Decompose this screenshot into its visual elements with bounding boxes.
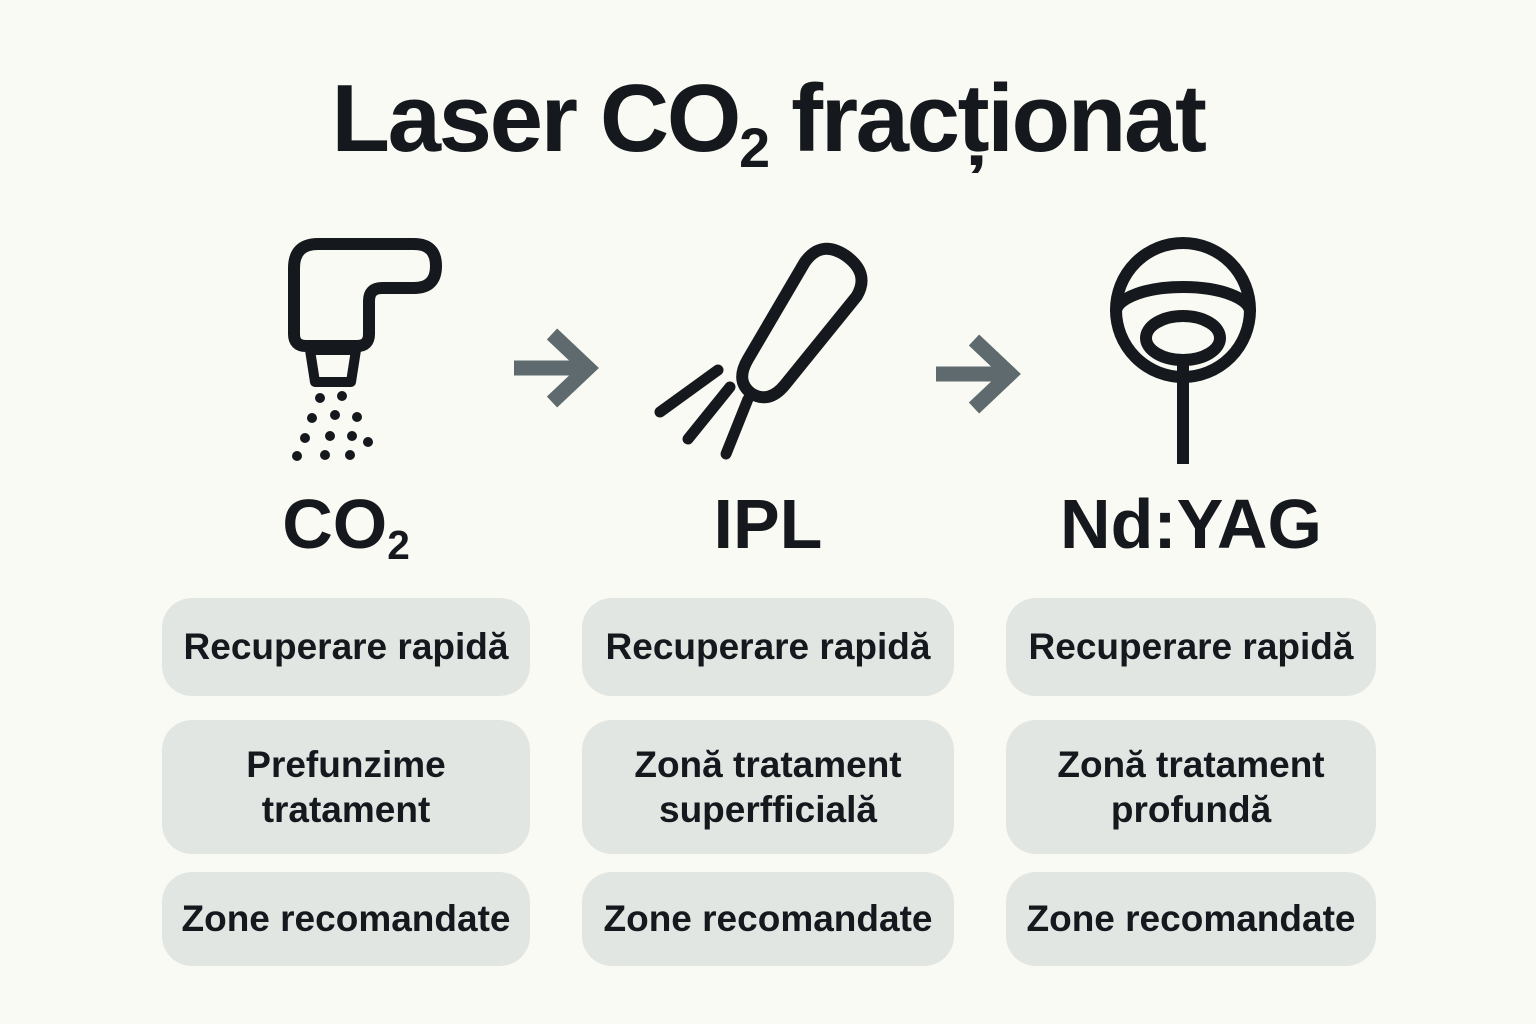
column-ipl: IPL Recuperare rapidă Zonă tratament sup…	[582, 0, 954, 1024]
label-main: Nd:YAG	[1060, 485, 1322, 563]
co2-laser-handpiece-spray-icon	[286, 236, 448, 464]
column-label-ipl: IPL	[582, 484, 954, 564]
title-rest: fracționat	[791, 65, 1207, 172]
pill-recovery: Recuperare rapidă	[1006, 598, 1376, 696]
pill-zones: Zone recomandate	[162, 872, 530, 966]
column-ndyag: Nd:YAG Recuperare rapidă Zonă tratament …	[1006, 0, 1376, 1024]
column-label-ndyag: Nd:YAG	[1006, 484, 1376, 564]
page-title: Laser CO2 fracționat	[0, 65, 1536, 179]
pill-zones: Zone recomandate	[1006, 872, 1376, 966]
pill-recovery: Recuperare rapidă	[582, 598, 954, 696]
title-subscript: 2	[739, 116, 771, 179]
column-co2: CO2 Recuperare rapidă Prefunzime tratame…	[162, 0, 530, 1024]
title-main: Laser CO	[331, 65, 741, 172]
right-arrow-icon	[512, 328, 612, 408]
pill-depth: Zonă tratament profundă	[1006, 720, 1376, 854]
pill-zones: Zone recomandate	[582, 872, 954, 966]
pill-recovery: Recuperare rapidă	[162, 598, 530, 696]
ndyag-probe-icon	[1102, 230, 1264, 470]
label-subscript: 2	[387, 522, 410, 569]
label-main: IPL	[713, 485, 823, 563]
ipl-handpiece-light-icon	[648, 238, 900, 466]
column-label-co2: CO2	[162, 484, 530, 568]
pill-depth: Zonă tratament superfficială	[582, 720, 954, 854]
label-main: CO	[282, 485, 388, 563]
pill-depth: Prefunzime tratament	[162, 720, 530, 854]
right-arrow-icon	[934, 334, 1034, 414]
